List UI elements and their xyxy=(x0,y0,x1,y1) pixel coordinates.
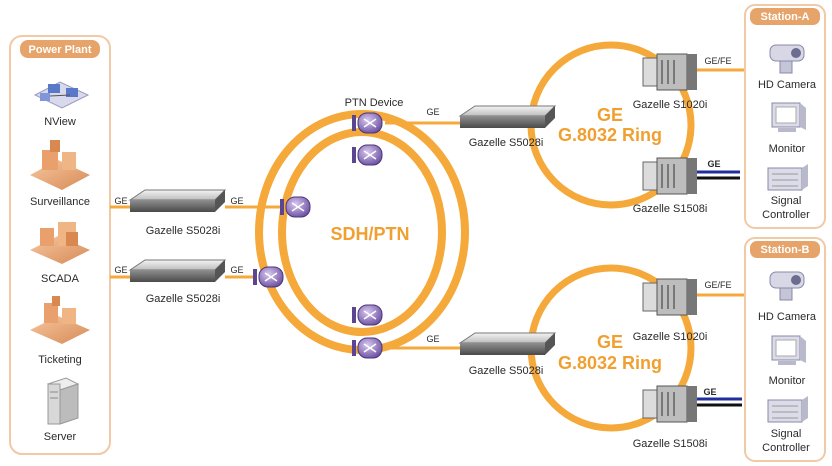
monitor-icon xyxy=(771,335,806,365)
station-b-controller-label: Controller xyxy=(762,442,810,454)
station-a-signal-label: Signal xyxy=(771,195,802,207)
station-b-panel: Station-B HD Camera Monitor Signal Contr… xyxy=(744,237,826,462)
ticketing-label: Ticketing xyxy=(38,354,82,366)
link-label-ge: GE xyxy=(114,265,127,275)
blue-links xyxy=(697,170,742,407)
hd-camera-icon xyxy=(769,44,805,74)
link-label-gefe: GE/FE xyxy=(704,56,731,66)
surveillance-building-icon xyxy=(30,140,90,190)
signal-controller-icon xyxy=(767,396,808,423)
surveillance-label: Surveillance xyxy=(30,196,90,208)
ring-b-switch-label: Gazelle S5028i xyxy=(469,365,544,377)
ring-a-node-bottom-label: Gazelle S1508i xyxy=(633,203,708,215)
ring-b-node-bottom-label: Gazelle S1508i xyxy=(633,438,708,450)
signal-controller-icon xyxy=(767,164,808,191)
station-b-monitor-label: Monitor xyxy=(769,375,806,387)
station-a-controller-label: Controller xyxy=(762,209,810,221)
ptn-device[interactable] xyxy=(280,196,311,218)
station-a-monitor-label: Monitor xyxy=(769,143,806,155)
gazelle-s1508i-switch[interactable] xyxy=(642,157,697,195)
scada-label: SCADA xyxy=(41,273,80,285)
ring-a-line1: GE xyxy=(597,105,623,125)
link-label-ge: GE xyxy=(230,196,243,206)
ptn-device[interactable] xyxy=(352,112,383,134)
ring-a-switch-label: Gazelle S5028i xyxy=(469,137,544,149)
station-b-title: Station-B xyxy=(761,244,810,256)
monitor-icon xyxy=(771,102,806,132)
station-b-signal-label: Signal xyxy=(771,428,802,440)
station-b-camera-label: HD Camera xyxy=(758,311,817,323)
ptn-device[interactable] xyxy=(253,266,284,288)
power-plant-title: Power Plant xyxy=(29,44,92,56)
gazelle-s1020i-switch[interactable] xyxy=(642,53,697,91)
gazelle-s5028i-switch[interactable] xyxy=(128,259,227,282)
ptn-device[interactable] xyxy=(352,304,383,326)
ring-b-line2: G.8032 Ring xyxy=(558,353,662,373)
sdh-ptn-label: SDH/PTN xyxy=(330,224,409,244)
link-label-ge: GE xyxy=(114,196,127,206)
station-a-camera-label: HD Camera xyxy=(758,79,817,91)
link-label-ge: GE xyxy=(426,107,439,117)
ring-b-line1: GE xyxy=(597,332,623,352)
station-a-title: Station-A xyxy=(761,11,810,23)
link-label-ge: GE xyxy=(707,159,720,169)
link-label-ge: GE xyxy=(230,265,243,275)
server-label: Server xyxy=(44,431,77,443)
ring-b-node-top-label: Gazelle S1020i xyxy=(633,331,708,343)
power-plant-panel: Power Plant NView Surveillance SCADA xyxy=(9,35,111,455)
nview-label: NView xyxy=(44,116,76,128)
gazelle-s1020i-switch[interactable] xyxy=(642,278,697,316)
ticketing-building-icon xyxy=(30,296,90,344)
ptn-device[interactable] xyxy=(352,144,383,166)
gazelle-s5028i-switch[interactable] xyxy=(458,105,557,128)
ring-a-line2: G.8032 Ring xyxy=(558,125,662,145)
ring-a-node-top-label: Gazelle S1020i xyxy=(633,99,708,111)
nview-icon xyxy=(33,81,90,109)
ptn-device[interactable] xyxy=(352,337,383,359)
gazelle-s1508i-switch[interactable] xyxy=(642,385,697,423)
link-label-ge: GE xyxy=(426,334,439,344)
switch-left-bottom-label: Gazelle S5028i xyxy=(146,293,221,305)
ptn-device-label: PTN Device xyxy=(345,97,404,109)
gazelle-s5028i-switch[interactable] xyxy=(458,332,557,355)
scada-building-icon xyxy=(30,222,90,264)
switch-left-top-label: Gazelle S5028i xyxy=(146,225,221,237)
hd-camera-icon xyxy=(769,271,805,301)
gazelle-s5028i-switch[interactable] xyxy=(128,189,227,212)
link-label-ge: GE xyxy=(703,387,716,397)
station-a-panel: Station-A HD Camera Monitor Signal Contr… xyxy=(744,4,826,229)
link-label-gefe: GE/FE xyxy=(704,280,731,290)
server-icon xyxy=(46,377,80,425)
